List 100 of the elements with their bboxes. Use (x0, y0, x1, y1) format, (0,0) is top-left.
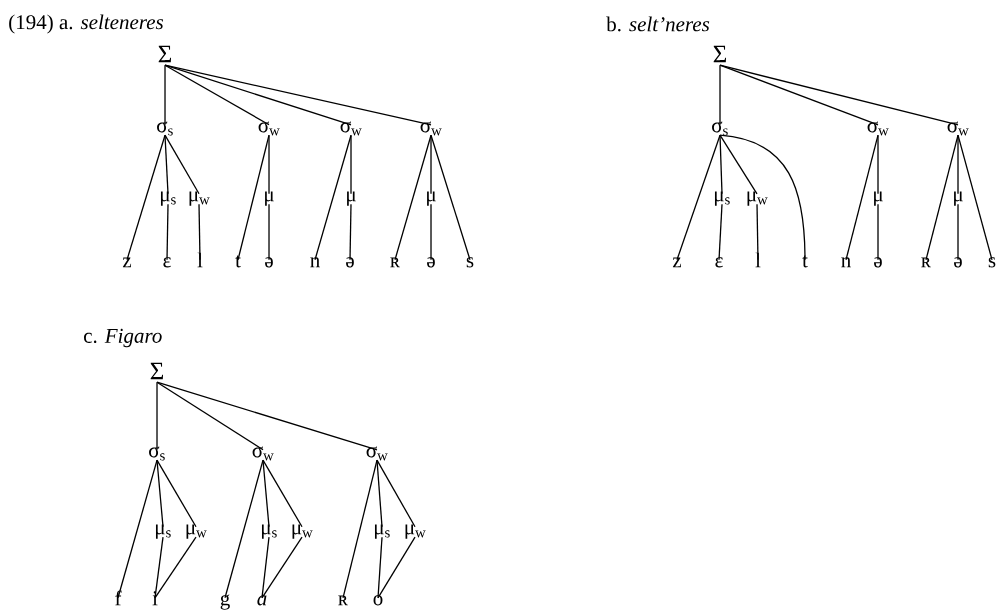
tree-branch (261, 536, 303, 599)
tree-branch (719, 64, 721, 126)
tree-branch (164, 64, 352, 126)
tree-branch (268, 203, 270, 261)
tree-node-label: μ$_{w}$ (292, 524, 313, 539)
example-heading: c. Figaro (84, 328, 162, 348)
tree-node-label: s (466, 257, 474, 268)
tree-branch (224, 459, 264, 599)
tree-node-label: μ$_{w}$ (405, 524, 426, 539)
tree-node-label: σ$_{w}$ (340, 121, 362, 136)
tree-node-label: μ$_{w}$ (189, 191, 210, 206)
tree-branch (154, 536, 164, 599)
tree-branch (164, 64, 270, 126)
tree-branch (164, 134, 200, 195)
tree-branch (719, 134, 758, 195)
tree-branch (430, 203, 432, 261)
tree-node-label: σ$_{w}$ (252, 446, 274, 461)
example-heading: (194) a. selteneres (9, 14, 164, 34)
tree-branch (156, 381, 264, 451)
tree-branch (164, 64, 166, 126)
tree-branch (262, 459, 270, 528)
tree-node-label: μ$_{s}$ (375, 524, 390, 539)
tree-branch (377, 536, 416, 599)
tree-branch (166, 203, 169, 261)
tree-node-label: z (672, 257, 682, 268)
tree-node-label: n (841, 257, 851, 268)
tree-branch (756, 203, 759, 261)
tree-node-label: l (755, 252, 761, 268)
tree-node-label: σ$_{w}$ (420, 121, 442, 136)
tree-branch (719, 134, 806, 261)
tree-node-label: ʀ (921, 257, 931, 268)
tree-node-label: ʀ (338, 595, 348, 606)
tree-branch (719, 64, 879, 126)
tree-branch (261, 536, 270, 599)
tree-branch (957, 134, 959, 195)
tree-branch (342, 459, 378, 599)
tree-branch (164, 64, 432, 126)
tree-branch (268, 134, 270, 195)
tree-branch (957, 203, 959, 261)
tree-branch (877, 134, 879, 195)
tree-branch (117, 459, 158, 599)
foot-symbol: Σ (150, 362, 164, 380)
tree-branch (350, 134, 352, 195)
tree-node-label: μ$_{w}$ (186, 524, 207, 539)
tree-node-label: a (257, 595, 267, 606)
tree-branch (718, 203, 723, 261)
tree-node-label: t (235, 255, 241, 268)
tree-node-label: l (197, 252, 203, 268)
tree-node-label: μ (427, 191, 436, 206)
tree-node-label: g (220, 594, 230, 610)
tree-branch (154, 536, 197, 599)
tree-node-label: σ$_{s}$ (712, 121, 728, 136)
tree-branch (164, 134, 169, 195)
tree-node-label: μ (265, 191, 274, 206)
tree-node-label: ɛ (163, 257, 171, 268)
tree-branch (156, 459, 164, 528)
tree-node-label: μ$_{s}$ (161, 191, 176, 206)
tree-node-label: σ$_{w}$ (867, 121, 889, 136)
tree-branch (430, 134, 471, 261)
tree-branch (877, 203, 879, 261)
tree-node-label: μ$_{s}$ (714, 191, 730, 206)
example-heading: b. selt’neres (606, 16, 710, 32)
tree-node-label: z (122, 257, 132, 268)
tree-node-label: ʀ (390, 257, 400, 268)
tree-branch (198, 203, 201, 261)
tree-branch (376, 459, 383, 528)
tree-node-label: ə (346, 257, 354, 268)
tree-node-label: σ$_{w}$ (947, 121, 969, 136)
tree-branch (430, 134, 432, 195)
tree-branch (957, 134, 993, 261)
tree-node-label: ə (874, 257, 882, 268)
tree-node-label: i (152, 591, 158, 606)
tree-node-label: ɛ (715, 257, 723, 268)
foot-symbol: Σ (158, 45, 172, 63)
tree-node-label: ə (427, 257, 435, 268)
foot-symbol: Σ (713, 45, 727, 63)
tree-node-label: σ$_{w}$ (366, 446, 388, 461)
tree-node-label: o (373, 595, 383, 606)
tree-node-label: μ$_{w}$ (747, 191, 768, 206)
tree-branch (156, 381, 378, 451)
tree-node-label: σ$_{s}$ (149, 446, 165, 461)
tree-node-label: μ (874, 191, 883, 206)
tree-branch (719, 134, 723, 195)
tree-branch (719, 64, 959, 126)
tree-node-label: n (310, 257, 320, 268)
tree-branch (377, 536, 383, 599)
tree-node-label: μ (954, 191, 963, 206)
tree-node-label: μ (347, 191, 356, 206)
tree-node-label: μ$_{s}$ (262, 524, 277, 539)
tree-node-label: σ$_{w}$ (258, 121, 280, 136)
tree-branch (349, 203, 352, 261)
tree-node-label: ə (265, 257, 273, 268)
tree-node-label: σ$_{s}$ (157, 121, 173, 136)
tree-branch (156, 459, 197, 528)
tree-node-label: ə (954, 257, 962, 268)
tree-branch (262, 459, 303, 528)
tree-node-label: μ$_{s}$ (156, 524, 171, 539)
tree-node-label: s (988, 257, 996, 268)
tree-node-label: t (802, 255, 808, 268)
tree-branch (376, 459, 416, 528)
